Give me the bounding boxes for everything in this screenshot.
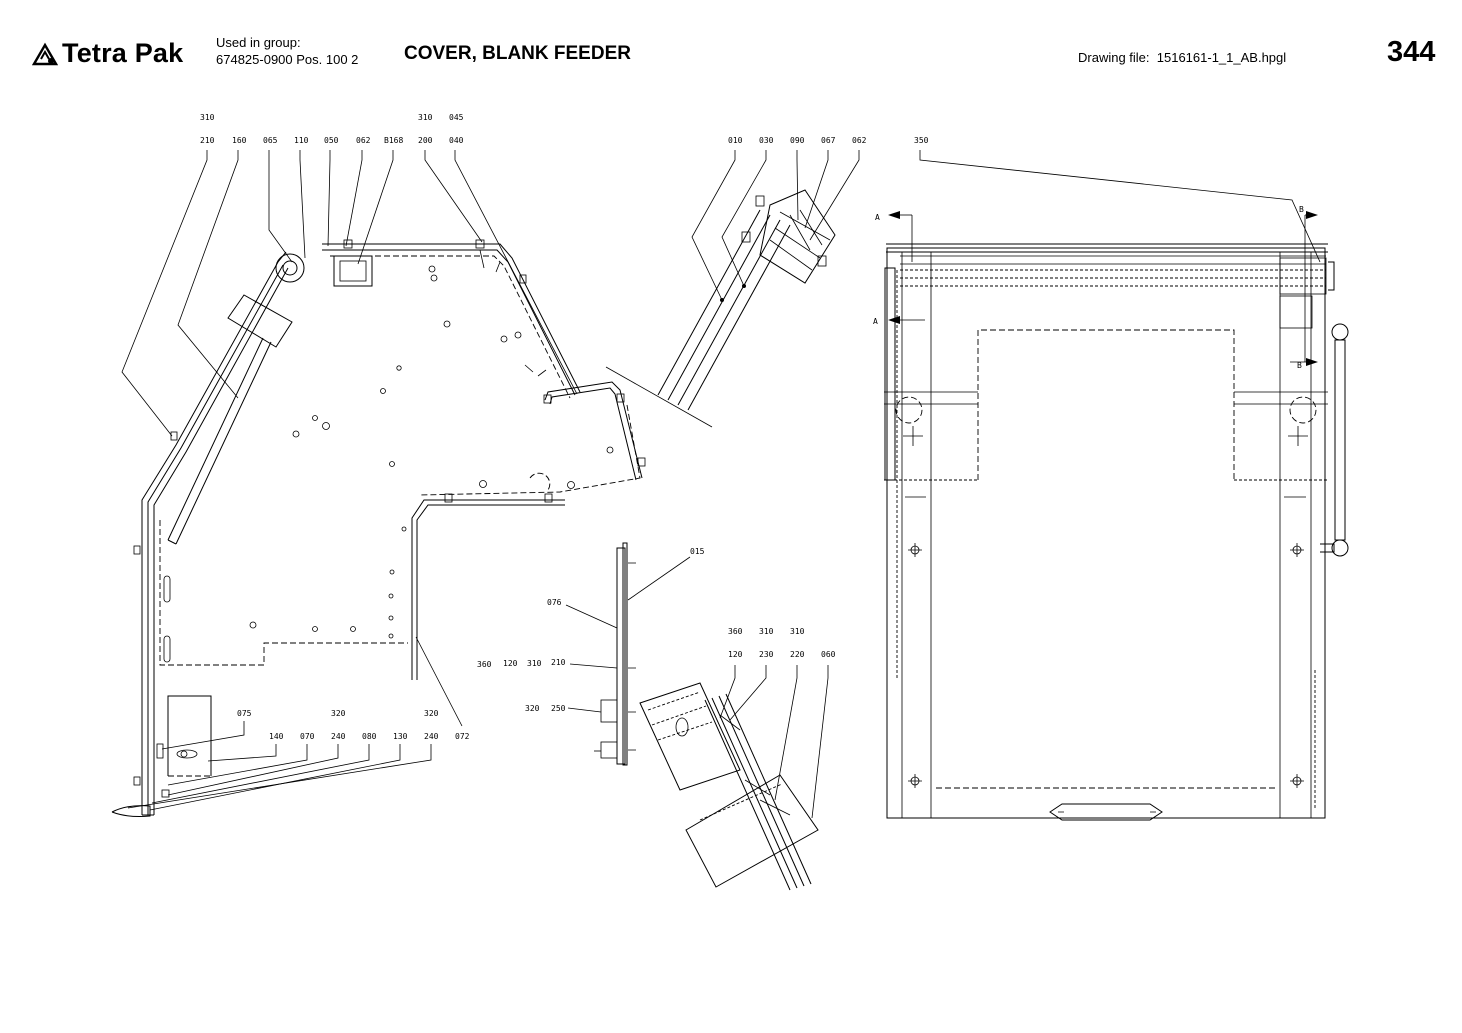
part-label-072: 072 (455, 732, 470, 741)
section-mark-a: A (875, 213, 880, 222)
used-in-group: Used in group: 674825-0900 Pos. 100 2 (216, 34, 358, 68)
part-label-320: 320 (424, 709, 439, 718)
used-in-group-label: Used in group: (216, 35, 301, 50)
part-label-350: 350 (914, 136, 929, 145)
part-label-015: 015 (690, 547, 705, 556)
part-label-360: 360 (728, 627, 743, 636)
section-mark-a: A (873, 317, 878, 326)
part-label-067: 067 (821, 136, 836, 145)
brand-logo: Tetra Pak (32, 38, 183, 69)
top-middle-detail-view (605, 189, 836, 428)
part-label-210: 210 (200, 136, 215, 145)
part-label-076: 076 (547, 598, 562, 607)
part-label-030: 030 (759, 136, 774, 145)
part-label-230: 230 (759, 650, 774, 659)
right-view-leaders (919, 150, 1321, 263)
part-number-labels: 310 310 045 210 160 065 110 050 062 B168… (200, 113, 1304, 741)
part-label-b168: B168 (384, 136, 403, 145)
part-label-310: 310 (200, 113, 215, 122)
center-side-leaders (565, 556, 691, 713)
part-label-320: 320 (331, 709, 346, 718)
drawing-file-label: Drawing file: (1078, 50, 1150, 65)
part-label-310: 310 (418, 113, 433, 122)
page-header: Tetra Pak Used in group: 674825-0900 Pos… (0, 0, 1462, 90)
page-number: 344 (1387, 36, 1436, 68)
top-middle-leaders (691, 150, 860, 301)
part-label-110: 110 (294, 136, 309, 145)
part-label-120: 120 (728, 650, 743, 659)
part-label-070: 070 (300, 732, 315, 741)
part-label-080: 080 (362, 732, 377, 741)
part-label-120: 120 (503, 659, 518, 668)
left-view-leaders (121, 150, 578, 811)
part-label-240: 240 (424, 732, 439, 741)
bottom-middle-detail-view (639, 682, 819, 891)
part-label-320: 320 (525, 704, 540, 713)
part-label-065: 065 (263, 136, 278, 145)
brand-name: Tetra Pak (62, 38, 184, 68)
part-label-040: 040 (449, 136, 464, 145)
drawing-file-name: 1516161-1_1_AB.hpgl (1156, 50, 1287, 65)
part-label-220: 220 (790, 650, 805, 659)
part-label-062: 062 (852, 136, 867, 145)
part-label-090: 090 (790, 136, 805, 145)
part-label-310: 310 (527, 659, 542, 668)
section-mark-b: B (1299, 205, 1304, 214)
part-label-310: 310 (790, 627, 805, 636)
right-front-view (884, 211, 1349, 821)
part-label-010: 010 (728, 136, 743, 145)
part-label-160: 160 (232, 136, 247, 145)
bottom-middle-leaders (719, 665, 829, 819)
center-side-view (594, 542, 636, 766)
used-in-group-value: 674825-0900 Pos. 100 2 (216, 52, 359, 67)
part-label-310: 310 (759, 627, 774, 636)
part-label-250: 250 (551, 704, 566, 713)
part-label-200: 200 (418, 136, 433, 145)
part-label-240: 240 (331, 732, 346, 741)
part-label-060: 060 (821, 650, 836, 659)
part-label-075: 075 (237, 709, 252, 718)
part-label-045: 045 (449, 113, 464, 122)
part-label-360: 360 (477, 660, 492, 669)
page-title: COVER, BLANK FEEDER (404, 43, 631, 64)
section-mark-b: B (1297, 361, 1302, 370)
tetra-pak-logo-icon (32, 42, 58, 65)
part-label-130: 130 (393, 732, 408, 741)
left-cover-view (111, 239, 646, 817)
part-label-210: 210 (551, 658, 566, 667)
part-label-050: 050 (324, 136, 339, 145)
part-label-062: 062 (356, 136, 371, 145)
part-label-140: 140 (269, 732, 284, 741)
drawing-file: Drawing file: 1516161-1_1_AB.hpgl (1078, 50, 1286, 65)
